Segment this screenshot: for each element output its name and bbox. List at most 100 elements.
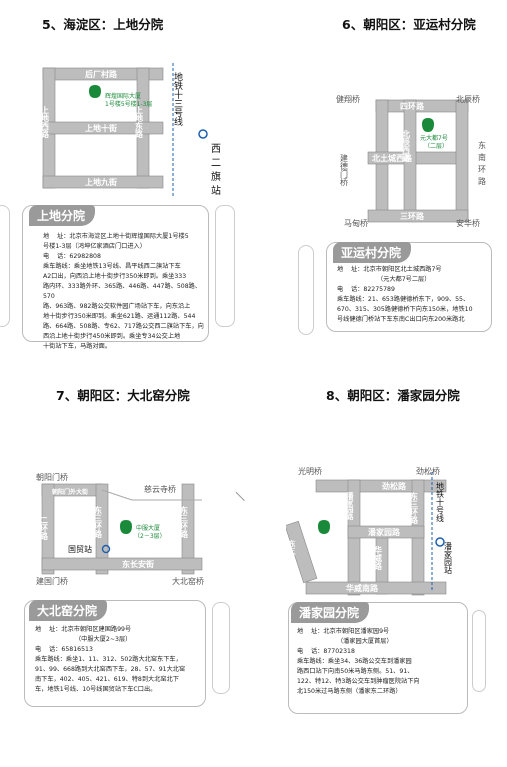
card-line: 乘车路线：乘坐1、11、312、502路大北窑东下车， [35, 656, 182, 663]
pin-label: 元大都7号 [420, 134, 448, 142]
pin-label: 中服大厦 [136, 524, 160, 532]
bridge-label: 建国门桥 [36, 576, 68, 586]
map-dabeiyao: 朝阳门外大街 二环路 东三环路 东三环路 东长安街 朝阳门桥 慈云寺桥 建国门桥… [36, 472, 204, 586]
card-line: 号楼1-3层（鸿坤亿家酒店门口进入） [43, 243, 146, 250]
station-label: 潘家园站 [444, 541, 453, 575]
card-body: 地 址：北京市朝阳区潘家园9号 （潘家园大厦首层） 电 话：87702318 乘… [297, 627, 465, 697]
card-yayuncun: 亚运村分院 地 址：北京市朝阳区北土城西路7号 （元大都7号二层） 电 话：82… [326, 242, 492, 332]
station-label: 站 [211, 184, 221, 197]
road-label: 朝阳门外大街 [52, 488, 88, 496]
bridge-label: 北辰桥 [456, 94, 480, 104]
bridge-label: 劲松桥 [416, 466, 440, 476]
road-jinsong [315, 479, 447, 493]
card-line: 地 址：北京市朝阳区潘家园9号 [297, 628, 390, 635]
road-label: 东三环路 [179, 505, 189, 539]
road-3rd-ring [367, 209, 469, 223]
road-shangdi-9 [42, 175, 164, 189]
road-label: 东长安街 [122, 559, 154, 569]
card-line: 车，地铁1号线、10号线国贸站下车C口出。 [35, 686, 157, 693]
card-line: （元大都7号二层） [377, 276, 431, 283]
road-label: 上地东路 [134, 105, 144, 139]
map-panjiayuan: 劲松路 潘家园路 华威路 东三环路 潘家园路 华威南路 东三环辅路 光明桥 劲松… [286, 466, 453, 596]
bridge-label: 马甸桥 [344, 218, 368, 228]
map-yayuncun: 四环路 北土城西路 北辰西路 三环路 健翔桥 北辰桥 安华桥 马甸桥 建德门桥 … [336, 94, 486, 228]
road-label: 四环路 [400, 101, 425, 111]
station-label: 西 [211, 144, 221, 155]
card-line: 地 址：北京市海淀区上地十街辉煌国际大厦1号楼5 [43, 233, 189, 240]
pin-label: 辉煌国际大厦 [105, 92, 141, 100]
pin-label: （2－3层） [134, 533, 166, 540]
road-label: 北辰西路 [401, 129, 411, 163]
card-line: 电 话：65816513 [35, 646, 93, 653]
card-line: 122、特12、特3路公交车到肿瘤医院站下向 [297, 678, 420, 685]
card-line: 十街站下车，马路对面。 [43, 343, 112, 350]
bridge-label: 慈云寺桥 [144, 484, 176, 494]
road-label: 东三环路 [93, 505, 103, 539]
card-line: 西沿上地十街步行450米即到。乘坐专34公交上地 [43, 333, 181, 340]
card-line: （中服大厦2~3层） [75, 636, 132, 643]
road-connector [101, 489, 202, 501]
card-line: 电 话：87702318 [297, 648, 355, 655]
card-stub [215, 205, 235, 327]
card-stub [472, 610, 486, 692]
section-title-shangdi: 5、海淀区：上地分院 [42, 17, 164, 32]
card-line: 路、963路、982路公交软件园广场站下车，向东沿上 [43, 303, 191, 310]
card-line: 乘车路线：乘坐地铁13号线、昌平线西二旗站下车 [43, 263, 181, 270]
road-label: 华威路 [373, 545, 383, 571]
metro-station-icon [101, 544, 111, 554]
card-panjiayuan: 潘家园分院 地 址：北京市朝阳区潘家园9号 （潘家园大厦首层） 电 话：8770… [288, 602, 468, 714]
card-line: 乘车路线：乘坐34、36路公交车到潘家园 [297, 658, 412, 665]
card-line: 地 址：北京市朝阳区北土城西路7号 [337, 266, 442, 273]
road-east-3rd-b [181, 483, 195, 575]
station-label: 东 [478, 140, 486, 150]
card-line: （潘家园大厦首层） [337, 638, 393, 645]
bridge-label: 安华桥 [456, 218, 480, 228]
road-label: 潘家园路 [346, 491, 355, 521]
card-stub [298, 245, 314, 335]
card-line: 乘车路线：21、653路健德桥东下，909、55、 [337, 296, 470, 303]
road-east-3rd-a [95, 483, 109, 575]
card-header: 上地分院 [29, 205, 96, 226]
station-label: 南 [478, 152, 486, 162]
pin-icon [318, 520, 330, 534]
road-shangdi-10 [42, 121, 164, 135]
card-line: 地 址：北京市朝阳区建国路99号 [35, 626, 132, 633]
card-header: 潘家园分院 [291, 602, 370, 623]
road-changan [41, 557, 203, 571]
bridge-label: 大北窑桥 [172, 576, 204, 586]
pin-label: 1号楼5号楼1-3层 [105, 100, 152, 108]
card-line: 路西口站下向南50米马路东侧。51、91、 [297, 668, 414, 675]
card-line: 91、99、668路到大北窑西下车，28、57、91大北窑 [35, 666, 186, 673]
bridge-label: 朝阳门桥 [36, 472, 68, 482]
road-2nd-ring [41, 483, 55, 575]
card-line: 电 话：62982808 [43, 253, 101, 260]
card-header: 亚运村分院 [333, 242, 412, 263]
road-label: 三环路 [400, 211, 425, 221]
card-dabeiyao: 大北窑分院 地 址：北京市朝阳区建国路99号 （中服大厦2~3层） 电 话：65… [24, 600, 206, 707]
card-line: 地十街步行350米即到。乘坐621路、运通112路、544 [43, 313, 196, 320]
road-label: 上地九街 [85, 177, 117, 187]
pin-icon [89, 85, 101, 98]
pin-icon [120, 520, 132, 534]
road-label: 北土城西路 [372, 153, 413, 163]
station-label: 环 [478, 165, 486, 174]
section-title-yayuncun: 6、朝阳区：亚运村分院 [342, 17, 476, 32]
station-label: 二 [211, 158, 221, 169]
card-line: 南下车，402、405、421、619、特8到大北窑北下 [35, 676, 179, 683]
station-label: 国贸站 [68, 544, 92, 554]
card-stub [212, 602, 230, 694]
card-line: 路内环、333路外环、365路、446路、447路、508路、570 [43, 283, 202, 300]
bridge-label: 建德门桥 [340, 153, 349, 187]
card-shangdi: 上地分院 地 址：北京市海淀区上地十街辉煌国际大厦1号楼5 号楼1-3层（鸿坤亿… [22, 205, 209, 350]
road-label: 上地十街 [85, 123, 117, 133]
card-line: 北150米过马路东侧（潘家东二环路） [297, 688, 402, 695]
pin-icon [422, 118, 434, 132]
card-line: 号线健德门桥站下车东南C出口向东200米路北 [337, 316, 465, 323]
road-label: 二环路 [39, 516, 49, 541]
card-body: 地 址：北京市朝阳区建国路99号 （中服大厦2~3层） 电 话：65816513… [35, 625, 203, 695]
card-body: 地 址：北京市海淀区上地十街辉煌国际大厦1号楼5 号楼1-3层（鸿坤亿家酒店门口… [43, 232, 205, 352]
metro-station-icon [198, 129, 208, 139]
station-label: 路 [478, 176, 486, 186]
road-label: 华威南路 [346, 583, 379, 593]
road-label: 后厂村路 [85, 69, 118, 79]
